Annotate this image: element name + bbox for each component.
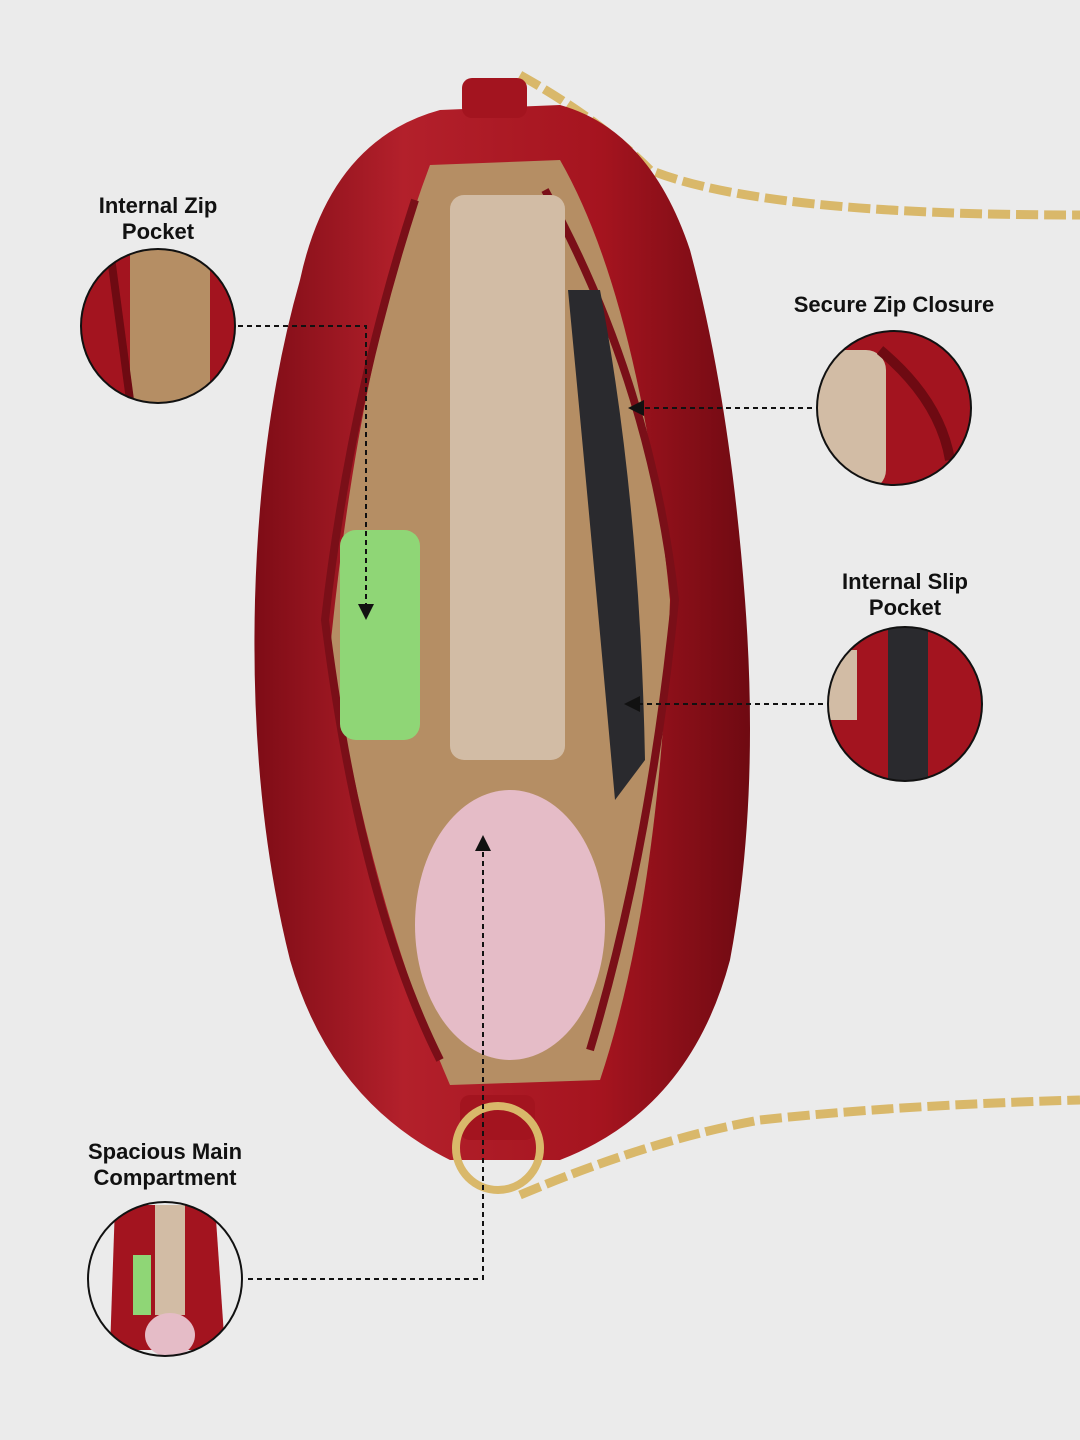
callout-label-internal-slip-pocket: Internal Slip Pocket [842, 569, 968, 621]
detail-circle-internal-slip-pocket [827, 626, 983, 782]
callout-text-line: Internal Zip [98, 193, 218, 218]
callout-text-line: Spacious Main [87, 1139, 243, 1164]
callout-text-line: Internal Slip [842, 569, 968, 594]
leader-line-internal-zip-pocket [238, 325, 374, 620]
callout-text-line: Secure Zip Closure [793, 292, 995, 317]
handbag [254, 78, 750, 1194]
leader-line-spacious-main-compartment [248, 835, 491, 1280]
callout-text-line: Compartment [93, 1165, 237, 1190]
callout-label-spacious-main-compartment: Spacious Main Compartment [88, 1139, 242, 1191]
callout-text-line: Pocket [121, 219, 195, 244]
callout-text-line: Pocket [868, 595, 942, 620]
detail-circle-secure-zip-closure [816, 330, 972, 486]
detail-circle-internal-zip-pocket [80, 248, 236, 404]
detail-circle-spacious-main-compartment [87, 1201, 243, 1357]
callout-label-internal-zip-pocket: Internal Zip Pocket [99, 193, 218, 245]
callout-label-secure-zip-closure: Secure Zip Closure [794, 292, 995, 318]
